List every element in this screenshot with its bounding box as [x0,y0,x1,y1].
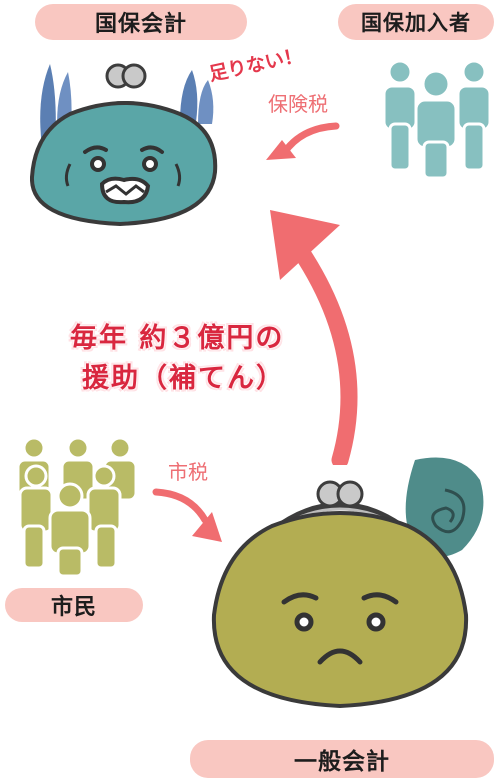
subsidy-arrow-icon [270,210,358,465]
insured-members-label: 国保加入者 [338,4,494,40]
subsidy-line2: 援助（補てん） [82,363,285,394]
insurance-tax-label: 保険税 [268,92,328,116]
city-tax-arrow-icon [152,488,222,542]
citizens-label: 市民 [5,588,143,622]
subsidy-line1: 毎年 約３億円の [70,323,285,354]
citizens-group-icon [16,436,138,576]
national-insurance-label: 国保会計 [35,4,247,40]
general-account-label: 一般会計 [190,740,494,778]
worried-teal-purse-icon [30,63,218,227]
city-tax-label: 市税 [168,460,208,484]
troubled-olive-purse-icon [211,457,484,709]
insurance-tax-arrow-icon [266,122,340,160]
insured-members-group-icon [382,59,492,178]
